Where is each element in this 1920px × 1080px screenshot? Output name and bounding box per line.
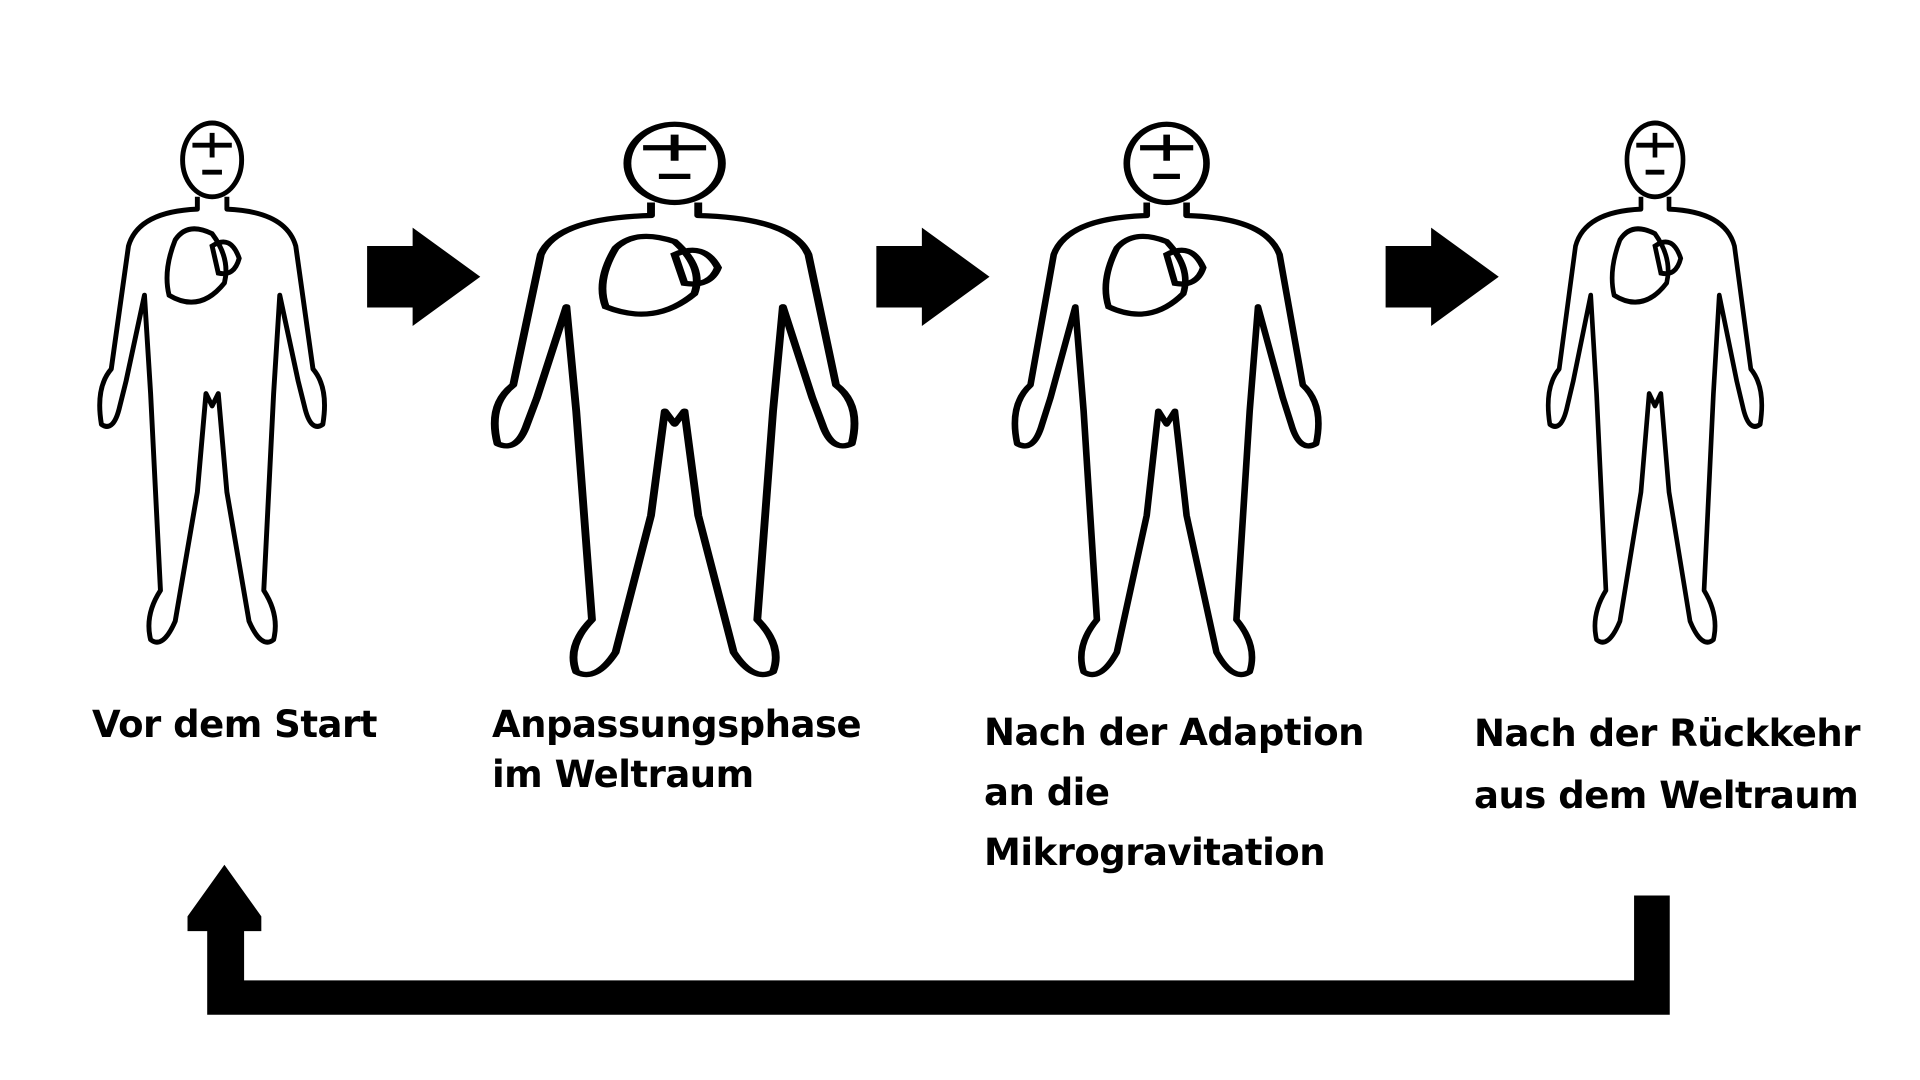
label-line: Anpassungsphase (492, 703, 862, 746)
label-line: Mikrogravitation (984, 831, 1326, 874)
label-line: Nach der Adaption (984, 711, 1365, 754)
arrow-right-icon (876, 227, 990, 326)
arrow-right-icon (1385, 227, 1499, 326)
label-line: Nach der Rückkehr (1474, 712, 1860, 755)
label-line: an die (984, 771, 1110, 814)
label-line: Vor dem Start (92, 703, 377, 746)
figure-before-launch (100, 123, 325, 642)
label-line: aus dem Weltraum (1474, 774, 1859, 817)
figure-adaptation-phase (495, 124, 855, 674)
stage-label-after-return: Nach der Rückkehr aus dem Weltraum (1474, 703, 1860, 827)
arrow-right-icon (367, 227, 481, 326)
stage-label-before-launch: Vor dem Start (92, 700, 377, 750)
label-line: im Weltraum (492, 753, 754, 796)
figure-after-return (1548, 123, 1762, 642)
figure-after-adaption (1015, 124, 1319, 674)
stage-label-after-adaption: Nach der Adaption an die Mikrogravitatio… (984, 703, 1365, 883)
stage-label-adaptation-phase: Anpassungsphase im Weltraum (492, 700, 862, 800)
return-loop-arrow (187, 864, 1670, 1015)
